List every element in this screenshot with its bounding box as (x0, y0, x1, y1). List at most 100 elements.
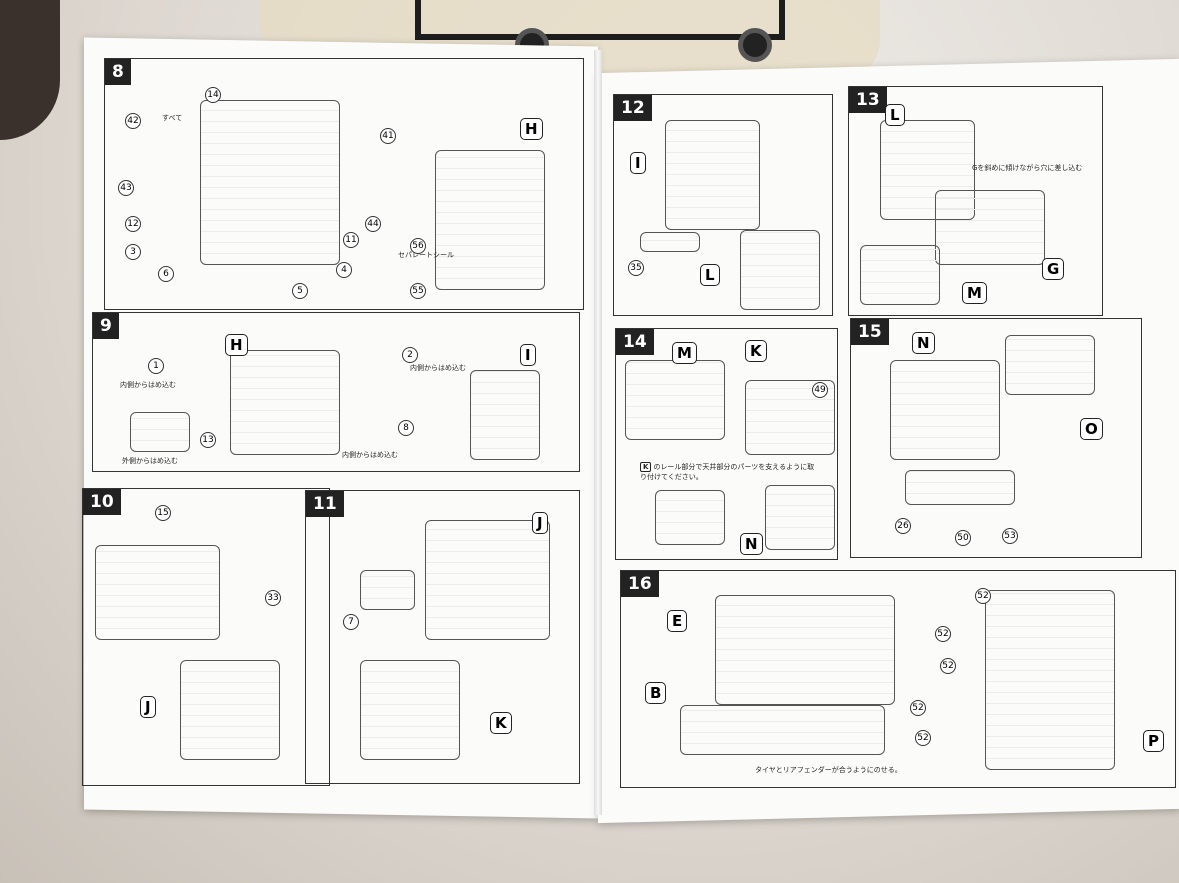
part-label: N (740, 533, 763, 555)
part-number: 6 (158, 266, 174, 282)
part-illustration (715, 595, 895, 705)
instruction-note: Gを斜めに傾けながら穴に差し込む (972, 163, 1082, 173)
part-label: M (672, 342, 697, 364)
instruction-note: 外側からはめ込む (122, 456, 178, 466)
part-label: E (667, 610, 688, 632)
part-number: 49 (812, 382, 828, 398)
part-number: 55 (410, 283, 426, 299)
part-illustration (985, 590, 1115, 770)
part-number: 14 (205, 87, 221, 103)
part-number: 15 (155, 505, 171, 521)
part-label: O (1080, 418, 1103, 440)
part-number: 52 (940, 658, 956, 674)
part-illustration (360, 660, 460, 760)
step-number: 10 (83, 489, 121, 515)
part-label: J (532, 512, 548, 534)
part-label: L (700, 264, 720, 286)
part-illustration (130, 412, 190, 452)
note-text: 外側からはめ込む (122, 457, 178, 465)
step-panel-12: 12 (613, 94, 833, 316)
note-text: のレール部分で天井部分のパーツを支えるように取り付けてください。 (640, 463, 815, 481)
part-illustration (230, 350, 340, 455)
part-label: I (630, 152, 646, 174)
model-chassis-part (415, 0, 785, 40)
step-panel-9: 9 (92, 312, 580, 472)
part-label: N (912, 332, 935, 354)
part-number: 13 (200, 432, 216, 448)
note-text: タイヤとリアフェンダーが合うようにのせる。 (755, 766, 902, 774)
part-number: 1 (148, 358, 164, 374)
part-illustration (740, 230, 820, 310)
part-number: 50 (955, 530, 971, 546)
instruction-note: 内側からはめ込む (342, 450, 398, 460)
part-label: J (140, 696, 156, 718)
step-number: 14 (616, 329, 654, 355)
step-panel-8: 8 (104, 58, 584, 310)
part-label: B (645, 682, 667, 704)
part-illustration (425, 520, 550, 640)
part-illustration (435, 150, 545, 290)
part-illustration (95, 545, 220, 640)
part-label: G (1042, 258, 1065, 280)
part-number: 53 (1002, 528, 1018, 544)
note-part-label: K (640, 462, 652, 472)
part-number: 7 (343, 614, 359, 630)
part-label: L (885, 104, 905, 126)
part-number: 8 (398, 420, 414, 436)
instruction-note: すべて (162, 113, 182, 123)
part-illustration (890, 360, 1000, 460)
part-illustration (180, 660, 280, 760)
step-number: 12 (614, 95, 652, 121)
note-text: 内側からはめ込む (410, 364, 466, 372)
part-number: 12 (125, 216, 141, 232)
step-number: 16 (621, 571, 659, 597)
part-illustration (905, 470, 1015, 505)
part-label: M (962, 282, 987, 304)
part-illustration (665, 120, 760, 230)
step-panel-16: 16 (620, 570, 1176, 788)
part-number: 52 (975, 588, 991, 604)
part-label: K (745, 340, 767, 362)
instruction-note: セパレートシール (398, 250, 454, 260)
part-number: 43 (118, 180, 134, 196)
step-panel-11: 11 (305, 490, 580, 784)
part-illustration (470, 370, 540, 460)
step-panel-15: 15 (850, 318, 1142, 558)
part-number: 52 (910, 700, 926, 716)
part-illustration (680, 705, 885, 755)
part-label: H (520, 118, 543, 140)
part-illustration (655, 490, 725, 545)
part-number: 35 (628, 260, 644, 276)
instruction-note: 内側からはめ込む (120, 380, 176, 390)
step-panel-14: 14 (615, 328, 838, 560)
part-number: 42 (125, 113, 141, 129)
part-number: 11 (343, 232, 359, 248)
step-number: 11 (306, 491, 344, 517)
page-fold (594, 50, 602, 815)
part-illustration (1005, 335, 1095, 395)
step-panel-13: 13 (848, 86, 1103, 316)
part-number: 5 (292, 283, 308, 299)
part-illustration (935, 190, 1045, 265)
part-label: I (520, 344, 536, 366)
instruction-note: タイヤとリアフェンダーが合うようにのせる。 (755, 765, 930, 775)
part-number: 41 (380, 128, 396, 144)
part-illustration (640, 232, 700, 252)
part-number: 26 (895, 518, 911, 534)
step-panel-10: 10 (82, 488, 330, 786)
note-text: 内側からはめ込む (120, 381, 176, 389)
part-number: 4 (336, 262, 352, 278)
part-number: 52 (915, 730, 931, 746)
step-number: 8 (105, 59, 131, 85)
part-illustration (765, 485, 835, 550)
note-text: 内側からはめ込む (342, 451, 398, 459)
note-text: Gを斜めに傾けながら穴に差し込む (972, 164, 1083, 172)
part-number: 3 (125, 244, 141, 260)
part-illustration (200, 100, 340, 265)
part-label: H (225, 334, 248, 356)
part-illustration (625, 360, 725, 440)
note-text: すべて (162, 114, 183, 122)
part-number: 2 (402, 347, 418, 363)
part-number: 33 (265, 590, 281, 606)
